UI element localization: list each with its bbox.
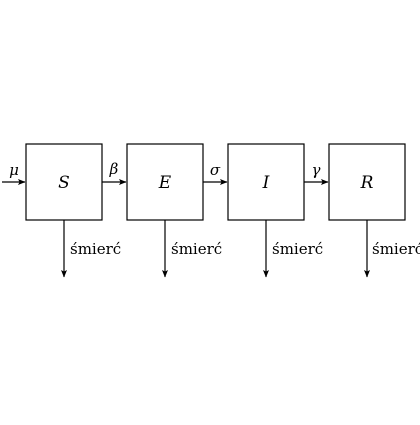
compartment-box <box>328 143 406 221</box>
compartment-label: E <box>158 173 172 193</box>
compartment-s: S śmierć <box>25 143 121 278</box>
transition-label-beta: β <box>109 160 119 178</box>
compartment-box <box>126 143 204 221</box>
death-label: śmierć <box>171 240 222 258</box>
transition-label-sigma: σ <box>210 161 221 179</box>
compartment-i: I śmierć <box>227 143 323 278</box>
inflow-rate-label: μ <box>9 161 19 179</box>
compartment-e: E śmierć <box>126 143 222 278</box>
death-label: śmierć <box>272 240 323 258</box>
transition-label-gamma: γ <box>312 161 321 179</box>
compartment-label: S <box>58 173 70 193</box>
death-label: śmierć <box>372 240 420 258</box>
compartment-box <box>227 143 305 221</box>
compartment-label: I <box>262 173 270 193</box>
death-label: śmierć <box>70 240 121 258</box>
compartment-r: R śmierć <box>328 143 420 278</box>
compartment-label: R <box>360 173 374 193</box>
